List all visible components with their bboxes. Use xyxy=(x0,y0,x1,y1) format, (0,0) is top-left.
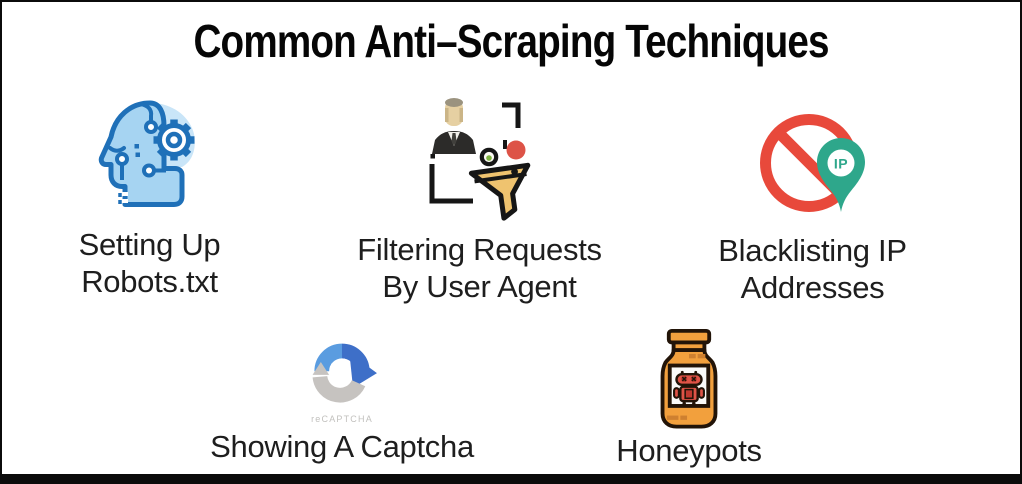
bracket-top-right xyxy=(501,102,520,128)
technique-honeypots: Honeypots xyxy=(564,328,814,469)
recaptcha-icon xyxy=(312,343,377,403)
item-label: Blacklisting IP Addresses xyxy=(718,233,907,305)
gear-glyph xyxy=(153,119,194,161)
head-gear-icon xyxy=(98,100,195,207)
no-entry-ip-pin-icon: IP xyxy=(759,114,865,212)
user-funnel-icon xyxy=(429,98,530,221)
page-title: Common Anti–Scraping Techniques xyxy=(193,15,829,67)
red-request-dot xyxy=(506,140,525,160)
business-person-glyph xyxy=(431,98,476,154)
honey-jar-robot-icon xyxy=(660,328,718,429)
bracket-bottom-left xyxy=(429,164,473,204)
funnel-glyph xyxy=(468,162,530,221)
title-bar: Common Anti–Scraping Techniques xyxy=(2,14,1020,68)
technique-ip-blacklist: IP Blacklisting IP Addresses xyxy=(690,96,935,306)
recaptcha-caption: reCAPTCHA xyxy=(311,414,373,424)
item-label: Filtering Requests By User Agent xyxy=(357,232,602,304)
ip-pin-text: IP xyxy=(833,156,847,172)
technique-robots-txt: Setting Up Robots.txt xyxy=(27,96,272,300)
robot-glyph xyxy=(673,370,705,406)
technique-user-agent-filter: Filtering Requests By User Agent xyxy=(352,94,607,305)
item-label: Setting Up Robots.txt xyxy=(78,227,221,299)
green-request-dot xyxy=(485,155,492,161)
item-label: Showing A Captcha xyxy=(210,429,474,464)
item-label: Honeypots xyxy=(616,433,762,468)
technique-captcha: reCAPTCHA Showing A Captcha xyxy=(210,336,474,465)
